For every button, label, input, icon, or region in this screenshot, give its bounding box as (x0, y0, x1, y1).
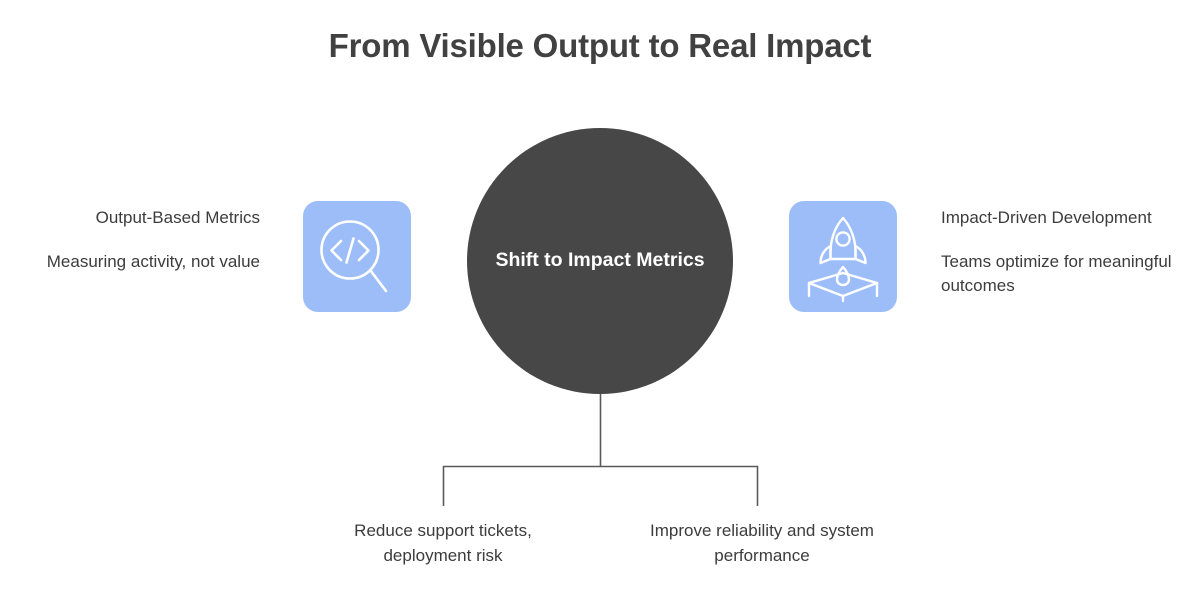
rocket-launch-icon (807, 216, 879, 303)
hub-circle[interactable]: Shift to Impact Metrics (467, 128, 733, 394)
branch-left-title: Output-Based Metrics (95, 208, 260, 227)
branch-left-description: Measuring activity, not value (46, 252, 260, 272)
branch-right: Impact-Driven Development Teams optimize… (941, 206, 1193, 298)
icon-tile-impact-driven-development[interactable] (789, 201, 897, 312)
code-search-icon (320, 220, 388, 293)
branch-right-description: Teams optimize for meaningful outcomes (941, 252, 1172, 296)
icon-tile-output-based-metrics[interactable] (303, 201, 411, 312)
page-title: From Visible Output to Real Impact (328, 27, 872, 64)
branch-right-title: Impact-Driven Development (941, 208, 1152, 227)
outcome-label-improve-reliability: Improve reliability and system performan… (650, 521, 874, 565)
outcome-label-reduce-support-tickets: Reduce support tickets, deployment risk (354, 521, 532, 565)
branch-left: Output-Based Metrics Measuring activity,… (12, 206, 260, 274)
hub-label: Shift to Impact Metrics (495, 248, 705, 271)
